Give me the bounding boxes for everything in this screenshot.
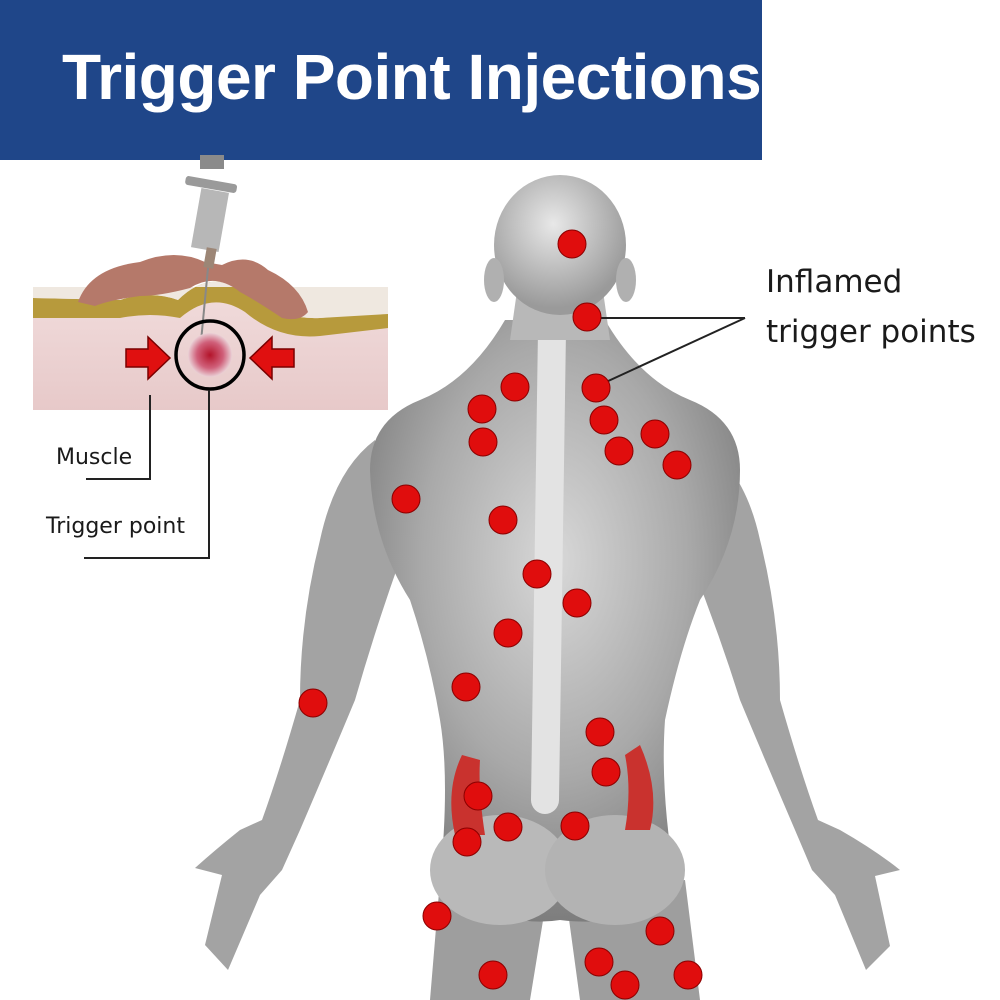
trigger-point-dot [560, 811, 590, 841]
muscle-leader-line [86, 395, 151, 480]
press-arrow-icon [125, 335, 172, 381]
trigger-point-dot [452, 827, 482, 857]
trigger-point-dot [604, 436, 634, 466]
press-arrow-icon [248, 335, 295, 381]
trigger-point-dot [589, 405, 619, 435]
inflamed-leader-line [605, 317, 746, 383]
trigger-point-leader-line [84, 390, 210, 559]
fat-layer [33, 281, 388, 337]
trigger-point-dot [488, 505, 518, 535]
trigger-point-dot [522, 559, 552, 589]
finger-icon [78, 255, 308, 320]
trigger-point-dot [662, 450, 692, 480]
trigger-point-dot [422, 901, 452, 931]
oblique-right [625, 745, 654, 830]
trigger-point-dot [610, 970, 640, 1000]
trigger-point-dot [591, 757, 621, 787]
page-title: Trigger Point Injections [62, 41, 762, 113]
syringe-icon [185, 155, 237, 353]
trigger-point-label: Trigger point [46, 514, 185, 539]
trigger-point-dot [585, 717, 615, 747]
trigger-point-dot [581, 373, 611, 403]
trigger-point-dot [500, 372, 530, 402]
trigger-points [298, 229, 703, 1000]
trigger-point-spot [188, 333, 232, 377]
muscle-label: Muscle [56, 445, 133, 470]
trigger-point-dot [645, 916, 675, 946]
inflamed-label-line2: trigger points [766, 314, 976, 350]
injection-inset [33, 155, 388, 559]
trigger-point-dot [391, 484, 421, 514]
trigger-point-dot [463, 781, 493, 811]
target-ring [174, 319, 246, 391]
trigger-point-dot [493, 812, 523, 842]
trigger-point-dot [584, 947, 614, 977]
trigger-point-dot [640, 419, 670, 449]
trigger-point-dot [557, 229, 587, 259]
trigger-point-dot [478, 960, 508, 990]
trigger-point-dot [562, 588, 592, 618]
trigger-point-dot [493, 618, 523, 648]
trigger-point-dot [467, 394, 497, 424]
inflamed-label-line1: Inflamed [766, 264, 903, 300]
title-banner [0, 0, 762, 160]
trigger-point-dot [673, 960, 703, 990]
trigger-point-dot [468, 427, 498, 457]
trigger-point-dot [298, 688, 328, 718]
trigger-point-dot [572, 302, 602, 332]
trigger-point-dot [451, 672, 481, 702]
